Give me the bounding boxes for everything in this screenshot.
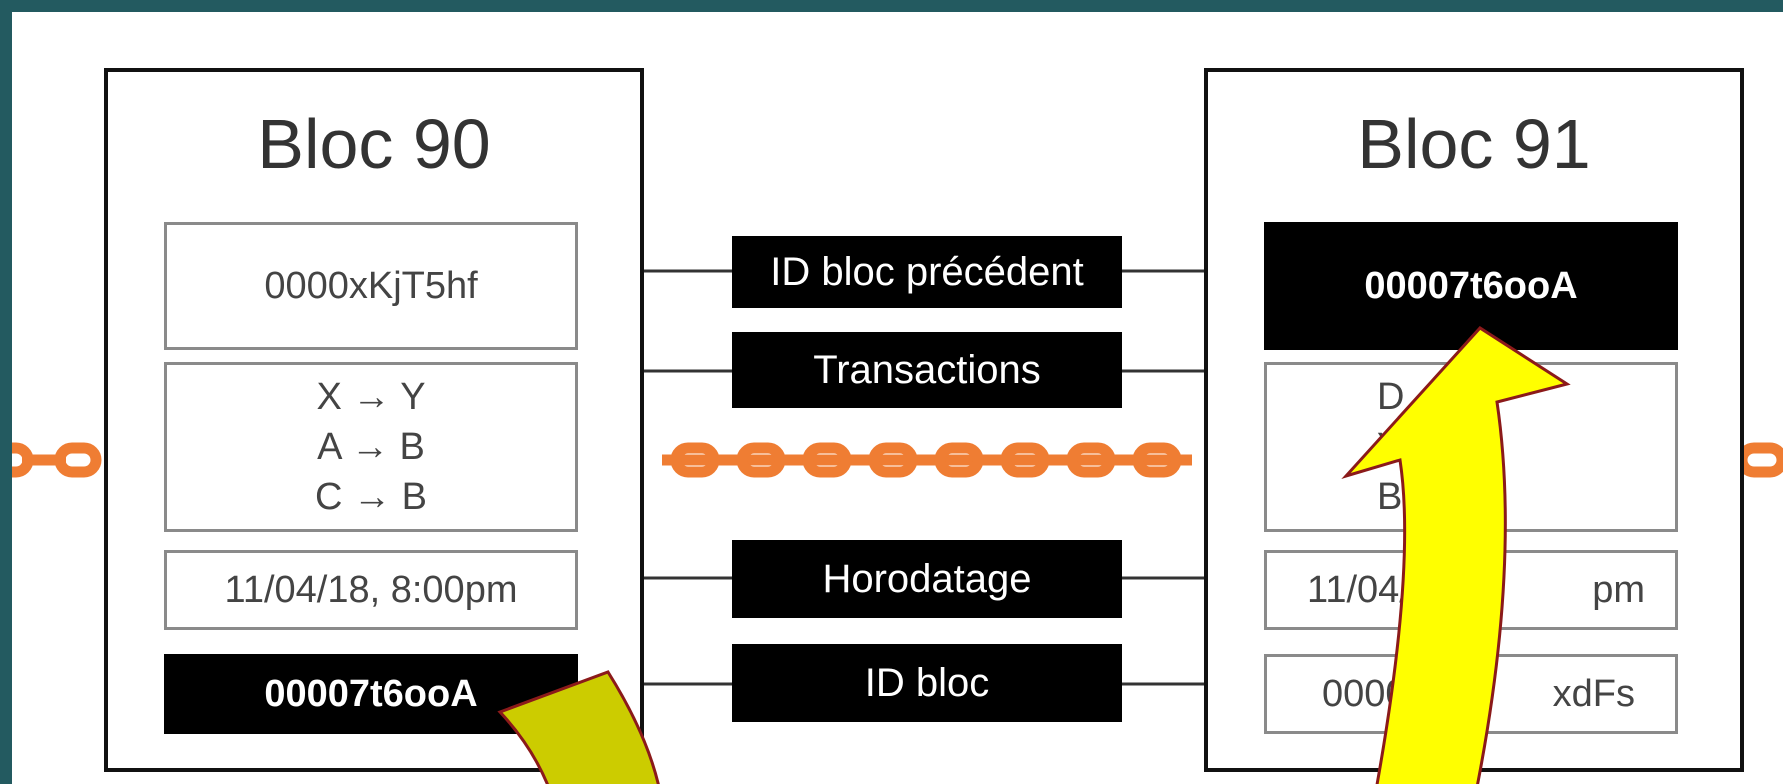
chain-left [12, 442, 102, 478]
block-left-title: Bloc 90 [257, 105, 491, 183]
block-left-prev-id: 0000xKjT5hf [164, 222, 578, 350]
dim-curved-arrow [497, 670, 660, 784]
block-left: Bloc 90 0000xKjT5hf X → Y A → B C → B 11… [104, 68, 644, 772]
block-left-transactions: X → Y A → B C → B [164, 362, 578, 532]
yellow-curved-arrow [1341, 326, 1571, 784]
block-left-timestamp: 11/04/18, 8:00pm [164, 550, 578, 630]
label-block-id: ID bloc [732, 644, 1122, 722]
label-transactions: Transactions [732, 332, 1122, 408]
transaction-item: X → Y [316, 376, 426, 418]
block-id-end: xdFs [1552, 672, 1635, 715]
label-timestamp: Horodatage [732, 540, 1122, 618]
chain-middle [662, 442, 1192, 478]
transaction-item: D [1377, 376, 1405, 418]
transaction-item: B [1377, 476, 1403, 518]
diagram-canvas: Bloc 90 0000xKjT5hf X → Y A → B C → B 11… [12, 12, 1783, 784]
transaction-item: C → B [315, 476, 427, 518]
timestamp-time: pm [1592, 568, 1645, 611]
highlight-arrows [497, 326, 1571, 784]
label-prev-id: ID bloc précédent [732, 236, 1122, 308]
transaction-item: A → B [317, 426, 425, 468]
block-right-title: Bloc 91 [1357, 105, 1591, 183]
